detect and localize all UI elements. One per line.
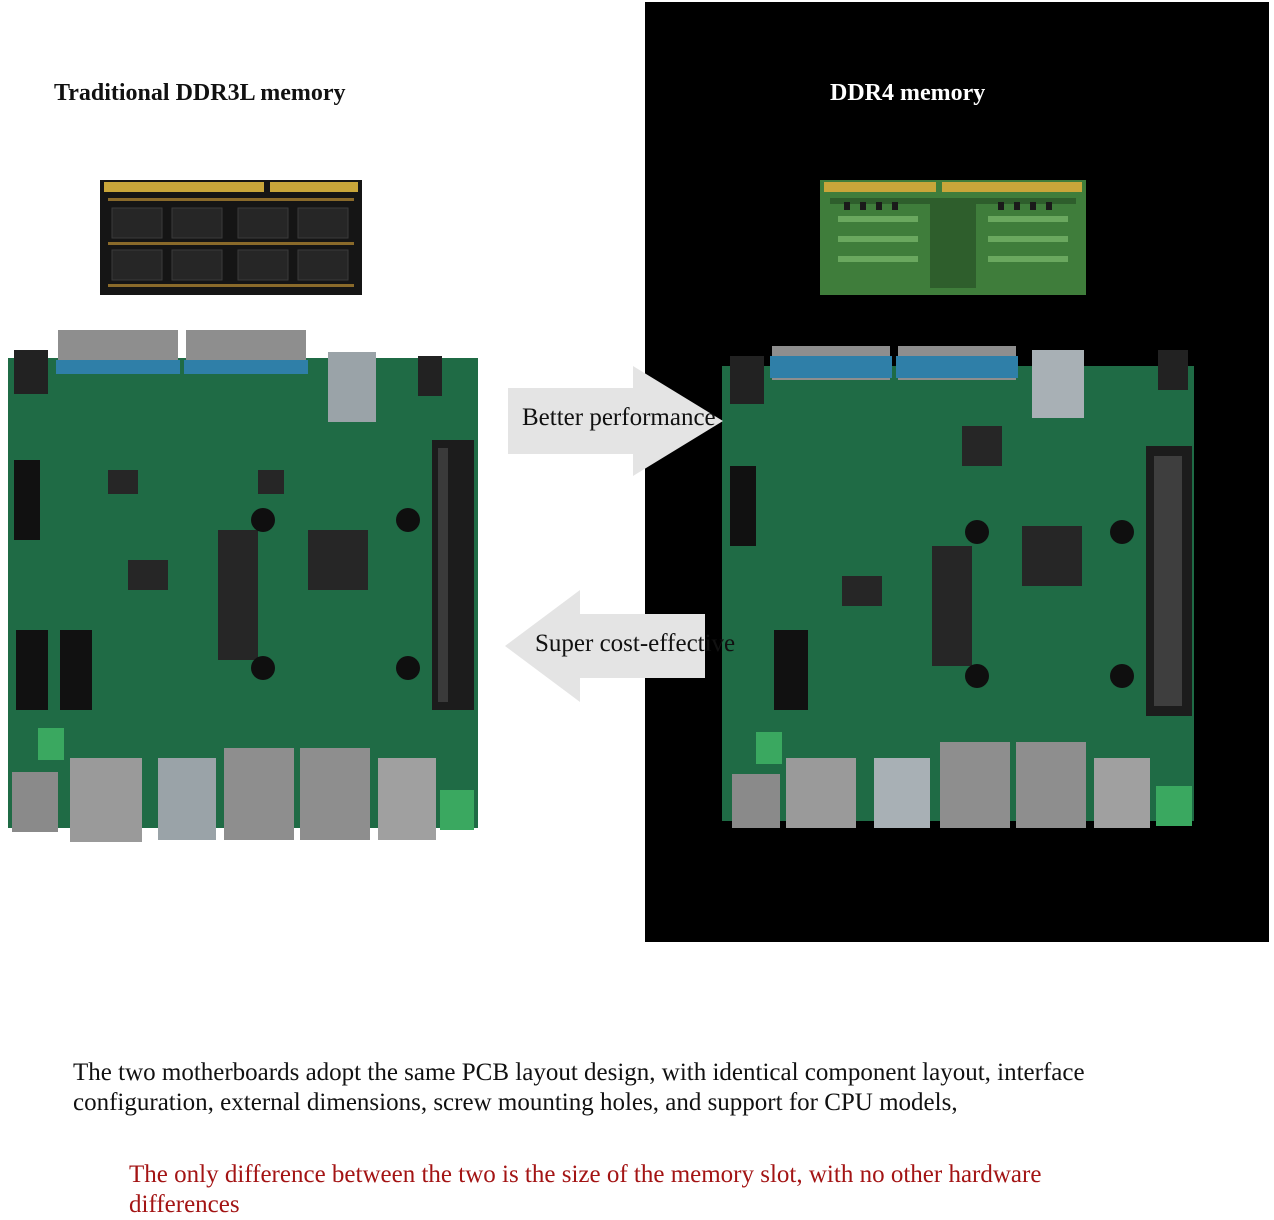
- ddr3l-title: Traditional DDR3L memory: [54, 80, 346, 106]
- ddr4-memory-module: [820, 180, 1086, 295]
- ddr3l-motherboard-image: [8, 330, 478, 842]
- cost-effective-arrow: [505, 590, 705, 702]
- ddr4-title: DDR4 memory: [830, 80, 986, 106]
- difference-note: The only difference between the two is t…: [129, 1161, 1042, 1218]
- better-performance-arrow: [508, 366, 723, 476]
- ddr4-motherboard-image: [722, 346, 1194, 828]
- description-text: The two motherboards adopt the same PCB …: [73, 1059, 1085, 1116]
- ddr3l-memory-module: [100, 180, 362, 295]
- better-performance-label: Better performance: [522, 404, 716, 431]
- cost-effective-label: Super cost-effective: [535, 630, 736, 657]
